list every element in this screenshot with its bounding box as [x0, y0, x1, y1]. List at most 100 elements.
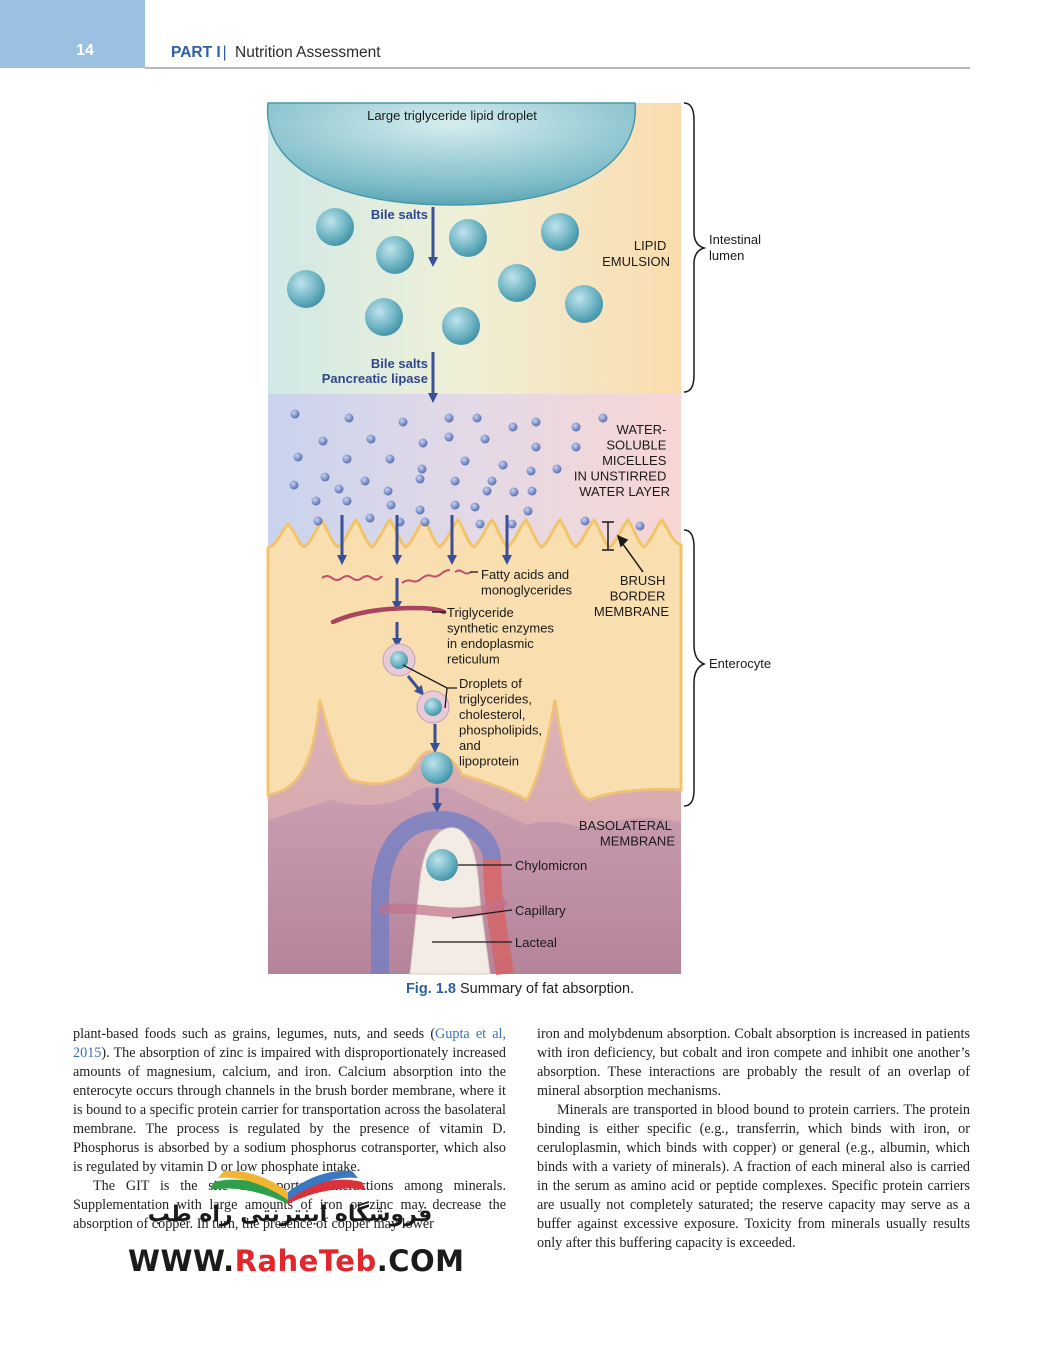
micelle-dot	[523, 506, 533, 516]
label-line: phospholipids,	[459, 723, 542, 738]
book-logo	[210, 1170, 366, 1204]
emulsion-droplet	[449, 219, 487, 257]
micelle-dot	[482, 486, 492, 496]
lipid-emulsion-label: LIPID EMULSION	[602, 238, 670, 269]
label-line: MICELLES	[602, 453, 667, 468]
chylomicron-label: Chylomicron	[515, 858, 587, 873]
micelle-dot	[444, 413, 454, 423]
micelle-dot	[360, 476, 370, 486]
micelle-dot	[531, 417, 541, 427]
label-line: LIPID	[634, 238, 667, 253]
brush-border-scale	[602, 521, 644, 573]
label-line: Triglyceride	[447, 605, 514, 620]
micelle-dot	[487, 476, 497, 486]
fatty-acid-strand-1	[321, 575, 383, 581]
micelle-dots	[289, 409, 645, 531]
enterocyte-brace	[683, 529, 707, 807]
lacteal-label: Lacteal	[515, 935, 557, 950]
micelle-dot	[342, 454, 352, 464]
watermark-persian: فروشگاه اینترنتی راه طب	[147, 1202, 433, 1227]
micelle-dot	[526, 466, 536, 476]
micelle-dot	[311, 496, 321, 506]
emulsion-droplet	[316, 208, 354, 246]
micelle-dot	[386, 500, 396, 510]
micelle-dot	[507, 519, 517, 529]
intestinal-lumen-label: Intestinal lumen	[709, 232, 765, 263]
micelle-dot	[480, 434, 490, 444]
figure-caption-text: Summary of fat absorption.	[459, 981, 635, 997]
micelle-dot	[415, 505, 425, 515]
micelle-dot	[366, 434, 376, 444]
watermark-url-post: .COM	[376, 1244, 465, 1278]
pancreatic-lipase-label: Pancreatic lipase	[322, 371, 428, 386]
watermark: فروشگاه اینترنتی راه طب WWW.RaheTeb.COM	[110, 1168, 470, 1283]
micelle-dot	[385, 454, 395, 464]
micelle-dot	[475, 519, 485, 529]
running-head: PART I| Nutrition Assessment	[171, 44, 381, 62]
figure-number: Fig. 1.8	[405, 981, 456, 997]
capillary-venous	[371, 810, 501, 974]
label-line: Intestinal	[709, 232, 761, 247]
watermark-url-pre: WWW.	[128, 1244, 235, 1278]
micelle-dot	[318, 436, 328, 446]
enterocyte-label: Enterocyte	[709, 656, 771, 671]
micelle-dot	[450, 476, 460, 486]
micelle-dot	[417, 464, 427, 474]
capillary-leader	[451, 909, 513, 919]
label-line: Fatty acids and	[481, 567, 569, 582]
label-line: MEMBRANE	[594, 604, 669, 619]
text-run: ). The absorption of zinc is impaired wi…	[73, 1045, 506, 1175]
label-line: BORDER	[610, 589, 666, 604]
bile-salts-label-1: Bile salts	[371, 207, 428, 222]
emulsion-droplet	[498, 264, 536, 302]
label-line: EMULSION	[602, 254, 670, 269]
label-line: BRUSH	[620, 573, 666, 588]
label-line: Droplets of	[459, 676, 522, 691]
micelle-dot	[470, 502, 480, 512]
label-line: BASOLATERAL	[579, 818, 672, 833]
part-label: PART I	[171, 44, 221, 61]
cell-shade	[268, 700, 681, 830]
capillary-arterial	[483, 859, 514, 976]
vesicle-1-core	[390, 651, 408, 669]
exocytosed-chylomicron	[421, 752, 453, 784]
figure-caption: Fig. 1.8 Summary of fat absorption.	[0, 981, 1040, 997]
micelle-dot	[498, 460, 508, 470]
micelle-dot	[415, 474, 425, 484]
emulsion-droplet	[365, 298, 403, 336]
micelles-label: WATER- SOLUBLE MICELLES IN UNSTIRRED WAT…	[574, 422, 670, 499]
fat-absorption-figure: Large triglyceride lipid droplet Bile sa…	[266, 102, 771, 976]
micelle-dot	[334, 484, 344, 494]
micelle-dot	[289, 480, 299, 490]
micelle-dot	[571, 422, 581, 432]
watermark-url: WWW.RaheTeb.COM	[128, 1244, 465, 1278]
label-line: reticulum	[447, 652, 500, 667]
micelle-dot	[509, 487, 519, 497]
droplets-label: Droplets of triglycerides, cholesterol, …	[459, 676, 546, 769]
label-line: triglycerides,	[459, 692, 532, 707]
label-line: WATER LAYER	[579, 484, 670, 499]
label-line: SOLUBLE	[606, 438, 666, 453]
capillary-label: Capillary	[515, 903, 566, 918]
fatty-acid-strand-3	[454, 569, 472, 575]
page-number: 14	[76, 42, 94, 59]
triglyceride-label: Triglyceride synthetic enzymes in endopl…	[447, 605, 558, 667]
emulsion-droplet	[376, 236, 414, 274]
emulsion-droplet	[541, 213, 579, 251]
micelle-dot	[552, 464, 562, 474]
micelle-dot	[450, 500, 460, 510]
micelle-dot	[320, 472, 330, 482]
fatty-acid-strand-2	[401, 569, 451, 584]
citation-link[interactable]: Gupta et al, 2015	[73, 1026, 506, 1061]
paragraph: plant-based foods such as grains, legume…	[73, 1025, 506, 1177]
vesicle-2-core	[424, 698, 442, 716]
micelle-dot	[508, 422, 518, 432]
header-separator: |	[222, 44, 227, 61]
label-line: IN UNSTIRRED	[574, 469, 666, 484]
label-line: cholesterol,	[459, 707, 525, 722]
micelle-dot	[571, 442, 581, 452]
chylomicron-in-lacteal	[426, 849, 458, 881]
micelle-dot	[418, 438, 428, 448]
paragraph: Minerals are transported in blood bound …	[537, 1102, 970, 1251]
micelle-dot	[598, 413, 608, 423]
